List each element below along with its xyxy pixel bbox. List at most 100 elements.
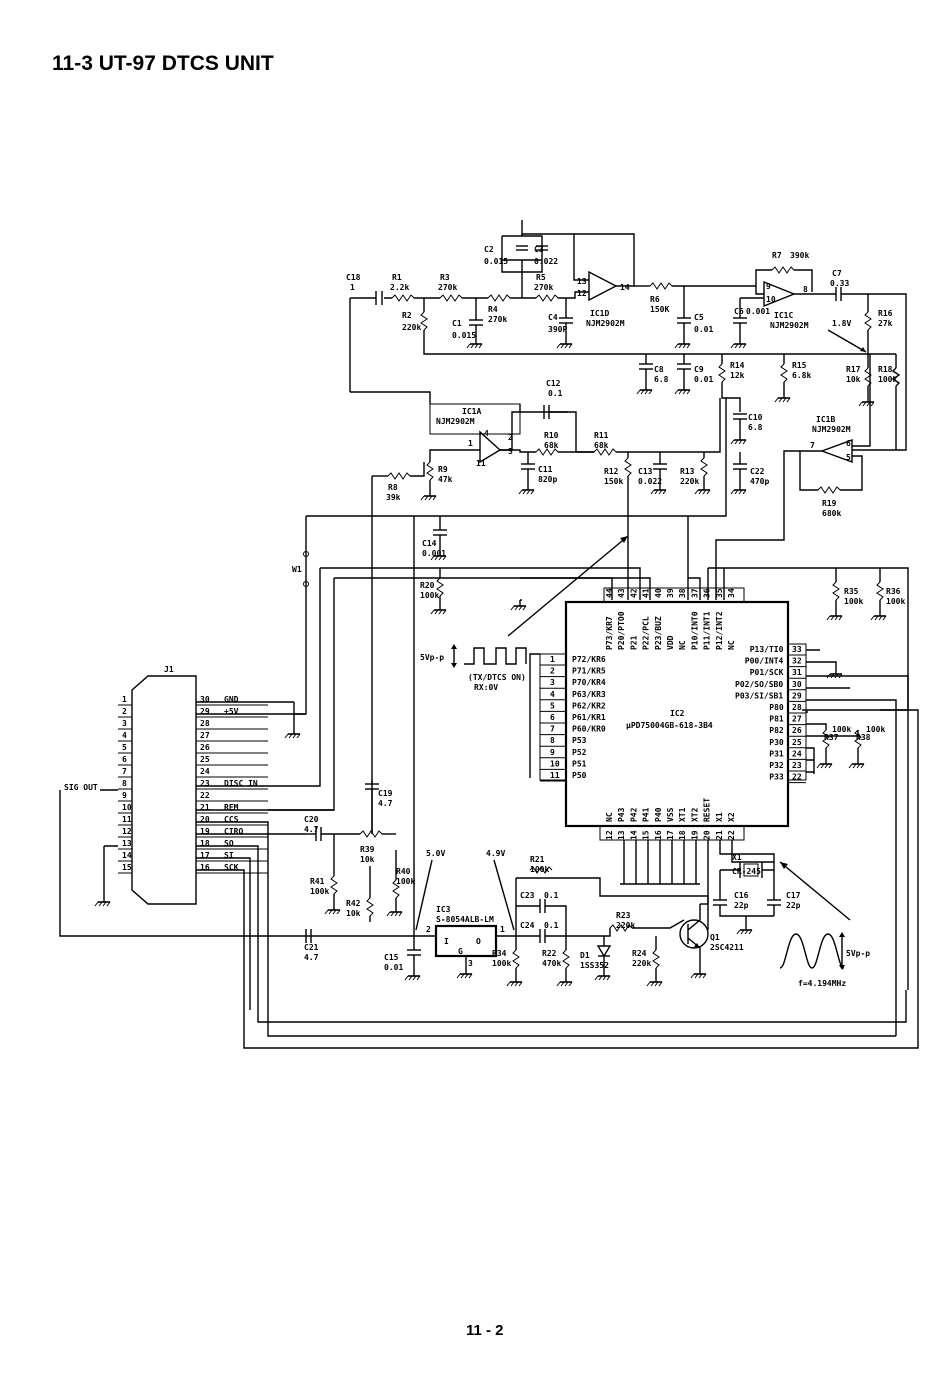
ic2-pin-name: P00/INT4 bbox=[745, 657, 784, 666]
j1-interface-section bbox=[305, 780, 403, 943]
c15-ref: C15 bbox=[384, 953, 399, 962]
j1-pin-number: 15 bbox=[122, 863, 132, 872]
pulse-waveform: 5Vp-p (TX/DTCS ON) RX:0V bbox=[420, 535, 629, 692]
ic2-pin-number: 7 bbox=[550, 725, 555, 734]
ic2-pin-number: 22 bbox=[727, 830, 736, 840]
r13-ref: R13 bbox=[680, 467, 695, 476]
pulse-note-rx: RX:0V bbox=[474, 683, 498, 692]
ic2-pin-name: VDD bbox=[666, 635, 675, 650]
ic2-pin-name: XT2 bbox=[690, 807, 699, 822]
ic2-pin-name: P52 bbox=[572, 748, 587, 757]
ic2-pin-number: 40 bbox=[654, 588, 663, 598]
ic2-pin-name: P42 bbox=[629, 807, 638, 822]
ic2-pin-number: 14 bbox=[629, 830, 638, 840]
ic1a-ref: IC1A bbox=[462, 407, 481, 416]
c18-val: 1 bbox=[350, 283, 355, 292]
ic1d-pin12: 12 bbox=[577, 289, 587, 298]
r2-val: 220k bbox=[402, 323, 421, 332]
ic1a-pin1: 1 bbox=[468, 439, 473, 448]
r24-ref: R24 bbox=[632, 949, 647, 958]
c1-val: 0.015 bbox=[452, 331, 476, 340]
r39-val: 10k bbox=[360, 855, 375, 864]
ic2-pin-name: X1 bbox=[715, 812, 724, 822]
ic3-pin-i: I bbox=[444, 937, 449, 946]
c16-ref: C16 bbox=[734, 891, 749, 900]
r1-ref: R1 bbox=[392, 273, 402, 282]
ic2-pin-name: P02/SO/SB0 bbox=[735, 680, 783, 689]
ic2-part: µPD75004GB-618-3B4 bbox=[626, 721, 713, 730]
ic3-pin-o: O bbox=[476, 937, 481, 946]
r34-ref: R34 bbox=[492, 949, 507, 958]
ic2-pin-name: P30 bbox=[769, 738, 784, 747]
ic2-pin-name: P62/KR2 bbox=[572, 701, 606, 710]
r19-ref: R19 bbox=[822, 499, 837, 508]
ic2-pin-number: 30 bbox=[792, 680, 802, 689]
ic1a-pin3: 3 bbox=[508, 447, 513, 456]
ic2-pin-name: P40 bbox=[654, 807, 663, 822]
r37-ref: R37 bbox=[824, 733, 839, 742]
sine-amplitude: 5Vp-p bbox=[846, 949, 870, 958]
c13-ref: C13 bbox=[638, 467, 653, 476]
ic2-ref: IC2 bbox=[670, 709, 685, 718]
j1-pin-signal: DISC IN bbox=[224, 779, 258, 788]
c17-ref: C17 bbox=[786, 891, 801, 900]
ic2-pin-number: 16 bbox=[654, 830, 663, 840]
j1-pin-number: 13 bbox=[122, 839, 132, 848]
r6-val: 150K bbox=[650, 305, 669, 314]
r22-val: 470k bbox=[542, 959, 561, 968]
j1-pin-number: 3 bbox=[122, 719, 127, 728]
ic2-pin-number: 13 bbox=[617, 830, 626, 840]
ic2-pin-number: 22 bbox=[792, 773, 802, 782]
r7-val: 390k bbox=[790, 251, 809, 260]
ic2-pin-name: P43 bbox=[617, 807, 626, 822]
ic2-pin-name: P23/BUZ bbox=[654, 616, 663, 650]
j1-ref: J1 bbox=[164, 665, 174, 674]
reset-section: I O G 2 1 3 bbox=[404, 861, 851, 987]
page-number: 11 - 2 bbox=[466, 1322, 504, 1339]
j1-pin-number: 29 bbox=[200, 707, 210, 716]
r39-ref: R39 bbox=[360, 845, 375, 854]
ic2-pin-name: P61/KR1 bbox=[572, 713, 606, 722]
r41-val: 100k bbox=[310, 887, 329, 896]
ic1b-pin5: 5 bbox=[846, 453, 851, 462]
ic2-pin-number: 8 bbox=[550, 736, 555, 745]
c13-val: 0.022 bbox=[638, 477, 662, 486]
j1-pin-number: 17 bbox=[200, 851, 210, 860]
j1-pin-number: 1 bbox=[122, 695, 127, 704]
j1-pin-number: 9 bbox=[122, 791, 127, 800]
j1-pin-number: 4 bbox=[122, 731, 127, 740]
ic2-pin-number: 1 bbox=[550, 655, 555, 664]
r13-val: 220k bbox=[680, 477, 699, 486]
r38-val: 100k bbox=[866, 725, 885, 734]
r6-ref: R6 bbox=[650, 295, 660, 304]
r10-ref: R10 bbox=[544, 431, 559, 440]
ic1b-section: 6 5 7 bbox=[715, 354, 871, 600]
ic1a-part: NJM2902M bbox=[436, 417, 475, 426]
r8-ref: R8 bbox=[388, 483, 398, 492]
page-title: 11-3 UT-97 DTCS UNIT bbox=[52, 52, 274, 75]
r34-val: 100k bbox=[492, 959, 511, 968]
ic2-pin-name: P11/INT1 bbox=[703, 611, 712, 650]
c3-val: 0.022 bbox=[534, 257, 558, 266]
ic2-pin-number: 36 bbox=[703, 588, 712, 598]
j1-pin-signal: SCK bbox=[224, 863, 239, 872]
ic2-pin-number: 41 bbox=[642, 588, 651, 598]
component-labels: C18 1 R1 2.2k R3 270k R4 270k R5 270k R2… bbox=[292, 245, 905, 972]
r42-ref: R42 bbox=[346, 899, 361, 908]
c9-val: 0.01 bbox=[694, 375, 713, 384]
pulse-note-tx: (TX/DTCS ON) bbox=[468, 673, 526, 682]
j1-pin-signal: CCS bbox=[224, 815, 239, 824]
clock-waveform: 5Vp-p f=4.194MHz bbox=[779, 932, 870, 988]
j1-pin-number: 5 bbox=[122, 743, 127, 752]
ic2-pin-number: 33 bbox=[792, 645, 802, 654]
r38-ref: R38 bbox=[856, 733, 871, 742]
ic1c-part: NJM2902M bbox=[770, 321, 809, 330]
r18-ref: R18 bbox=[878, 365, 893, 374]
ic1a-pin11: 11 bbox=[476, 459, 486, 468]
pulse-amplitude: 5Vp-p bbox=[420, 653, 444, 662]
voltage-4-9v: 4.9V bbox=[486, 849, 505, 858]
x1-val: CR-245 bbox=[732, 867, 761, 876]
sig-out-label: SIG OUT bbox=[64, 783, 98, 792]
